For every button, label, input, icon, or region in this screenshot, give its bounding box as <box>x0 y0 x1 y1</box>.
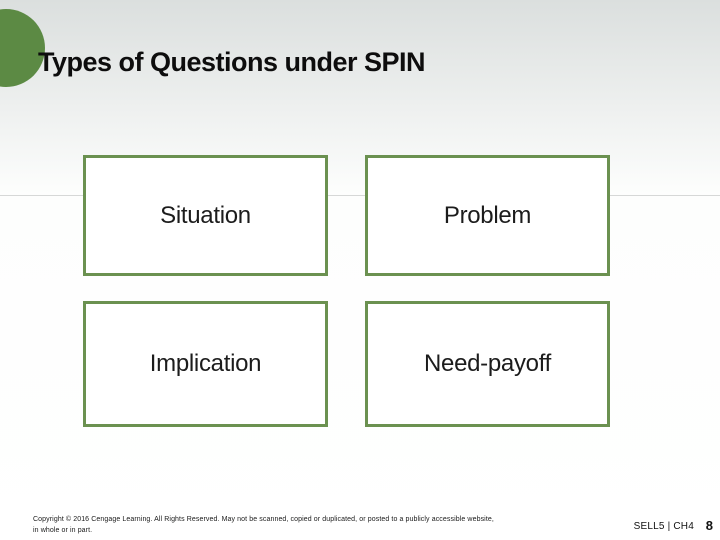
spin-box-situation: Situation <box>83 155 328 276</box>
copyright-line-2: in whole or in part. <box>33 527 93 534</box>
header-divider-line <box>0 195 720 196</box>
slide-title: Types of Questions under SPIN <box>38 47 426 78</box>
spin-box-implication: Implication <box>83 301 328 427</box>
copyright-line-1: Copyright © 2016 Cengage Learning. All R… <box>33 516 494 523</box>
spin-box-need-payoff: Need-payoff <box>365 301 610 427</box>
spin-box-need-payoff-label: Need-payoff <box>423 350 551 377</box>
spin-box-situation-label: Situation <box>160 201 251 229</box>
page-number: 8 <box>705 518 713 533</box>
course-reference: SELL5 | CH4 <box>633 521 694 532</box>
copyright-notice: Copyright © 2016 Cengage Learning. All R… <box>33 514 573 536</box>
spin-box-implication-label: Implication <box>149 350 262 377</box>
spin-box-problem: Problem <box>365 155 610 276</box>
spin-box-problem-label: Problem <box>443 201 532 229</box>
